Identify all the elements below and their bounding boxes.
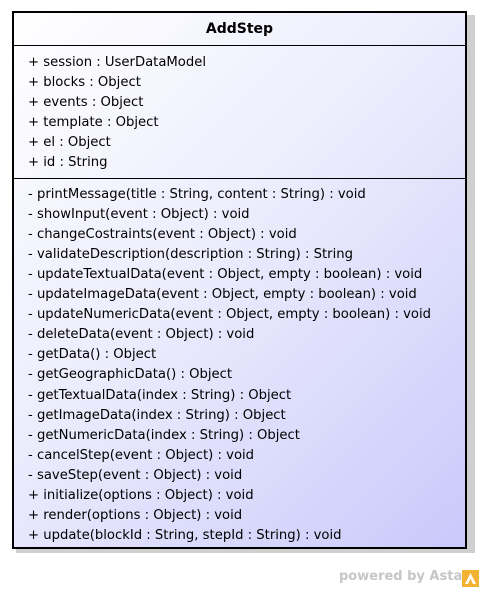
operation-item: - updateNumericData(event : Object, empt… (28, 307, 432, 323)
operation-item: + update(blockId : String, stepId : Stri… (28, 528, 342, 544)
operation-item: - deleteData(event : Object) : void (28, 327, 255, 343)
operation-item: - updateTextualData(event : Object, empt… (28, 266, 423, 282)
attribute-item: + el : Object (28, 135, 111, 151)
operation-item: - printMessage(title : String, content :… (28, 186, 366, 202)
attributes-compartment: + session : UserDataModel + blocks : Obj… (14, 46, 465, 179)
attribute-item: + blocks : Object (28, 75, 141, 91)
class-name: AddStep (14, 13, 465, 46)
operation-item: - changeCostraints(event : Object) : voi… (28, 226, 297, 242)
attribute-item: + id : String (28, 155, 108, 171)
operation-item: - getData() : Object (28, 347, 157, 363)
operation-item: - getImageData(index : String) : Object (28, 407, 286, 423)
astah-logo-icon (462, 570, 479, 587)
uml-class-addstep[interactable]: AddStep + session : UserDataModel + bloc… (12, 11, 467, 549)
operations-compartment: - printMessage(title : String, content :… (14, 179, 465, 547)
operation-item: - saveStep(event : Object) : void (28, 467, 243, 483)
operation-item: + render(options : Object) : void (28, 508, 243, 524)
operation-item: + initialize(options : Object) : void (28, 487, 254, 503)
operation-item: - showInput(event : Object) : void (28, 206, 250, 222)
operation-item: - getNumericData(index : String) : Objec… (28, 427, 300, 443)
attribute-item: + template : Object (28, 115, 159, 131)
attribute-item: + session : UserDataModel (28, 55, 207, 70)
operation-item: - getGeographicData() : Object (28, 367, 233, 383)
powered-by-watermark: powered by Astah (339, 569, 472, 584)
operation-item: - cancelStep(event : Object) : void (28, 447, 255, 463)
operation-item: - getTextualData(index : String) : Objec… (28, 387, 292, 403)
operation-item: - validateDescription(description : Stri… (28, 246, 353, 262)
attribute-item: + events : Object (28, 95, 144, 111)
operation-item: - updateImageData(event : Object, empty … (28, 287, 417, 303)
